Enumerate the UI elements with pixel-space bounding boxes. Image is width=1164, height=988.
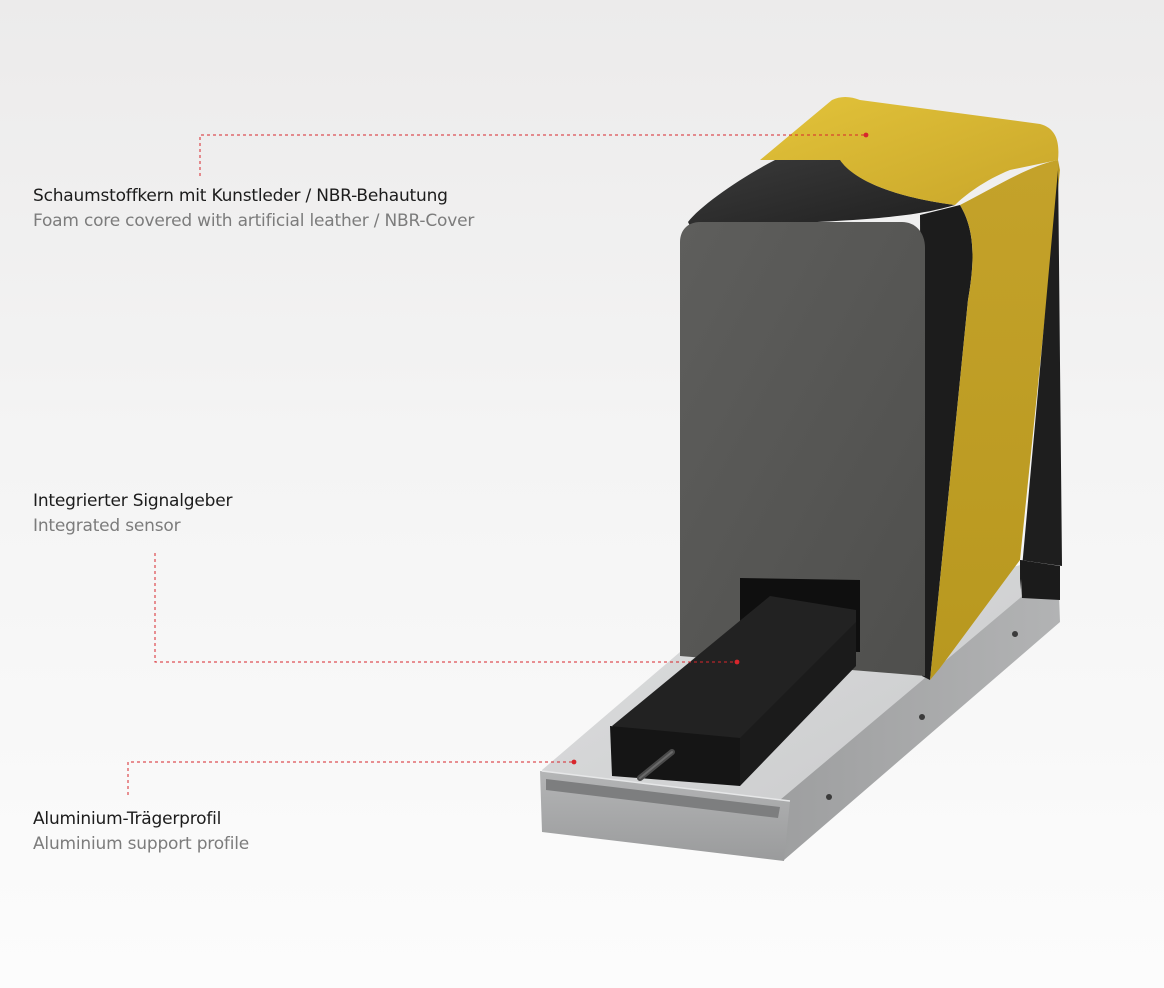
side-black-stripe-1 — [920, 205, 973, 680]
callout-foam-core: Schaumstoffkern mit Kunstleder / NBR-Beh… — [33, 184, 474, 234]
leader-dots — [571, 132, 869, 765]
callout-support-profile-en: Aluminium support profile — [33, 834, 250, 854]
leader-lines — [127, 134, 865, 795]
integrated-sensor — [610, 596, 856, 786]
side-yellow-stripe — [930, 160, 1060, 680]
callout-support-profile: Aluminium-Trägerprofil Aluminium support… — [33, 807, 249, 857]
leader-line-sensor — [154, 553, 737, 663]
front-face — [680, 222, 925, 676]
mounting-hole — [919, 714, 925, 720]
leader-line-foam — [199, 134, 865, 176]
callout-integrated-sensor: Integrierter Signalgeber Integrated sens… — [33, 489, 232, 539]
leader-dot-sensor — [734, 659, 740, 665]
mounting-hole — [826, 794, 832, 800]
leader-dot-profile — [571, 759, 577, 765]
callout-foam-core-de: Schaumstoffkern mit Kunstleder / NBR-Beh… — [33, 186, 448, 206]
callout-foam-core-en: Foam core covered with artificial leathe… — [33, 211, 475, 231]
callout-support-profile-de: Aluminium-Trägerprofil — [33, 809, 222, 829]
callout-integrated-sensor-de: Integrierter Signalgeber — [33, 491, 233, 511]
side-black-stripe-2 — [1020, 160, 1062, 590]
profile-side-wall — [780, 566, 1060, 860]
yellow-top-stripe — [760, 97, 1059, 205]
callout-integrated-sensor-en: Integrated sensor — [33, 516, 181, 536]
mounting-hole — [1012, 631, 1018, 637]
leader-line-profile — [127, 761, 573, 795]
black-top-stripe — [688, 160, 955, 226]
leader-dot-foam — [863, 132, 869, 138]
